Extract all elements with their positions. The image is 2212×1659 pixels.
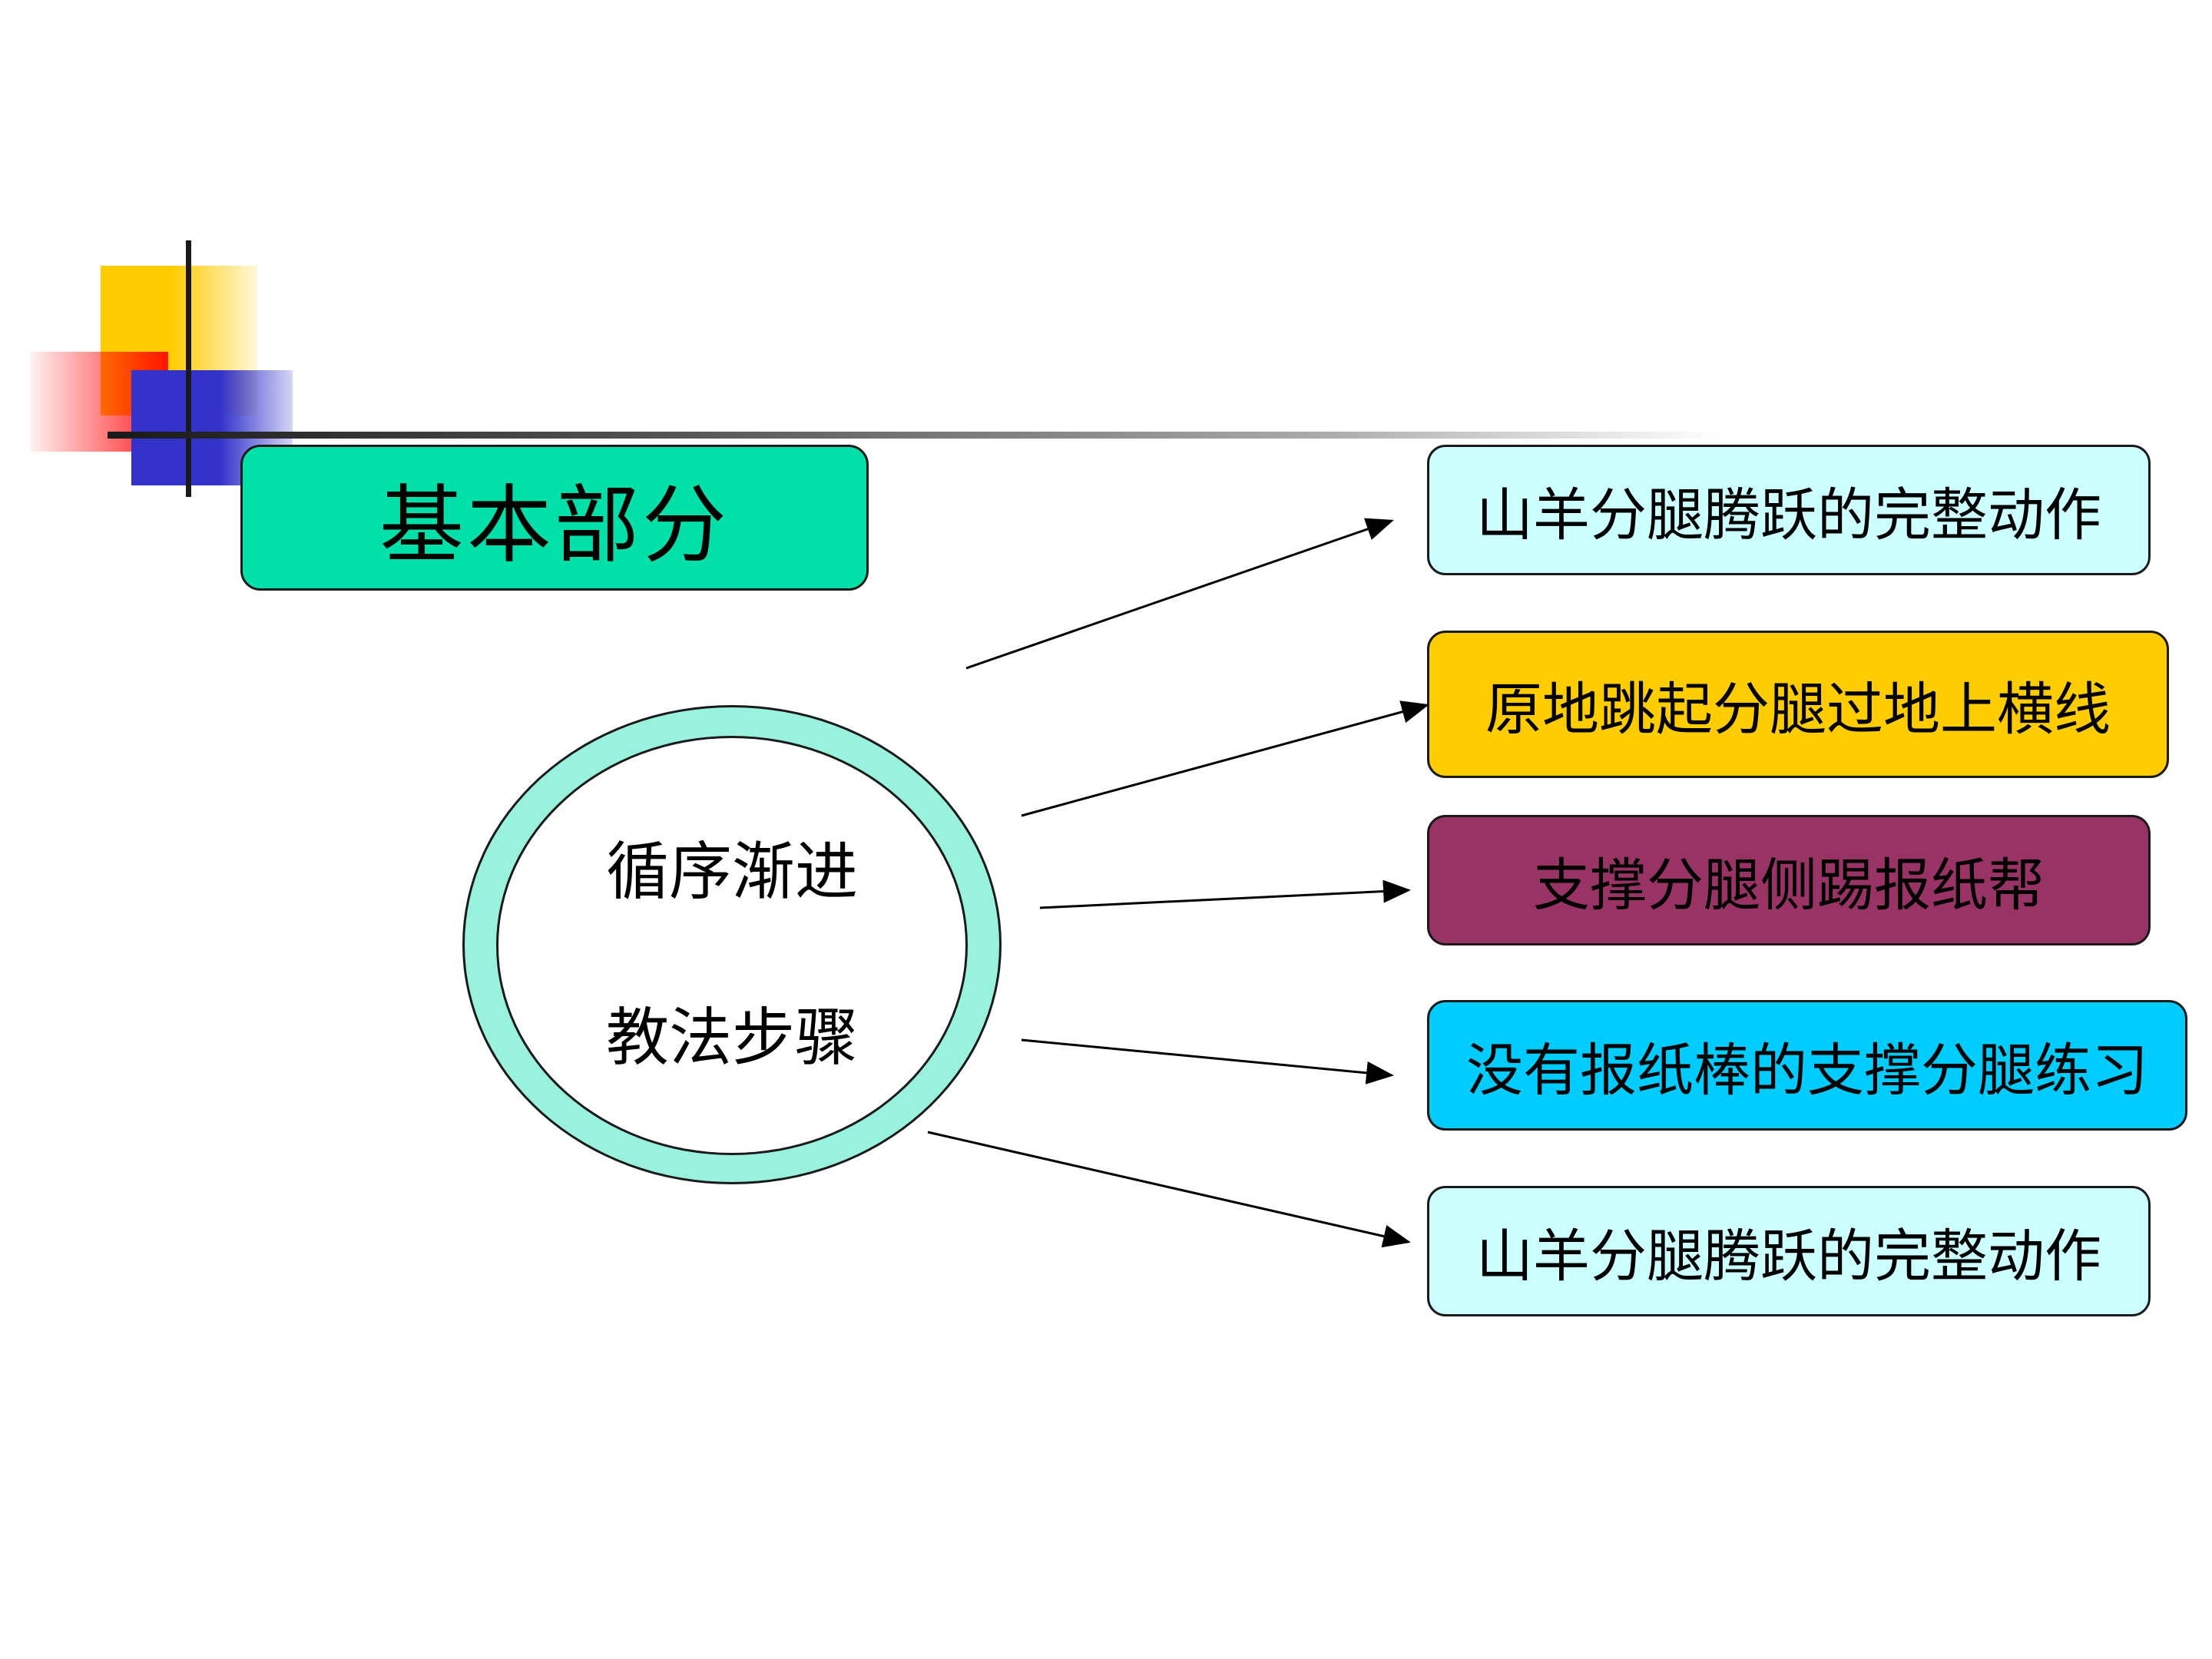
arrow-to-step-2	[1021, 700, 1429, 817]
step-box-1: 山羊分腿腾跃的完整动作	[1427, 445, 2151, 575]
arrow-to-step-1	[965, 518, 1394, 670]
step-box-5: 山羊分腿腾跃的完整动作	[1427, 1186, 2151, 1316]
arrow-to-step-3	[1039, 879, 1411, 909]
step-box-4: 没有报纸棒的支撑分腿练习	[1427, 1000, 2187, 1131]
arrow-to-step-4	[1021, 1038, 1394, 1084]
step-box-2: 原地跳起分腿过地上横线	[1427, 631, 2169, 778]
page-title: 基本部分	[379, 476, 730, 575]
step-box-3: 支撑分腿侧踢报纸帮	[1427, 815, 2151, 945]
center-ring-inner	[496, 736, 968, 1155]
center-label-line1: 循序渐进	[605, 836, 858, 909]
step-label-4: 没有报纸棒的支撑分腿练习	[1466, 1037, 2148, 1104]
title-box: 基本部分	[240, 445, 869, 591]
deco-horizontal-rule	[108, 432, 1720, 439]
step-label-2: 原地跳起分腿过地上横线	[1485, 676, 2111, 743]
step-label-3: 支撑分腿侧踢报纸帮	[1533, 852, 2045, 919]
deco-vertical-line	[186, 240, 191, 497]
center-label-line2: 教法步骤	[605, 1002, 858, 1075]
step-label-1: 山羊分腿腾跃的完整动作	[1476, 482, 2101, 548]
arrow-to-step-5	[927, 1131, 1411, 1248]
step-label-5: 山羊分腿腾跃的完整动作	[1476, 1223, 2101, 1290]
